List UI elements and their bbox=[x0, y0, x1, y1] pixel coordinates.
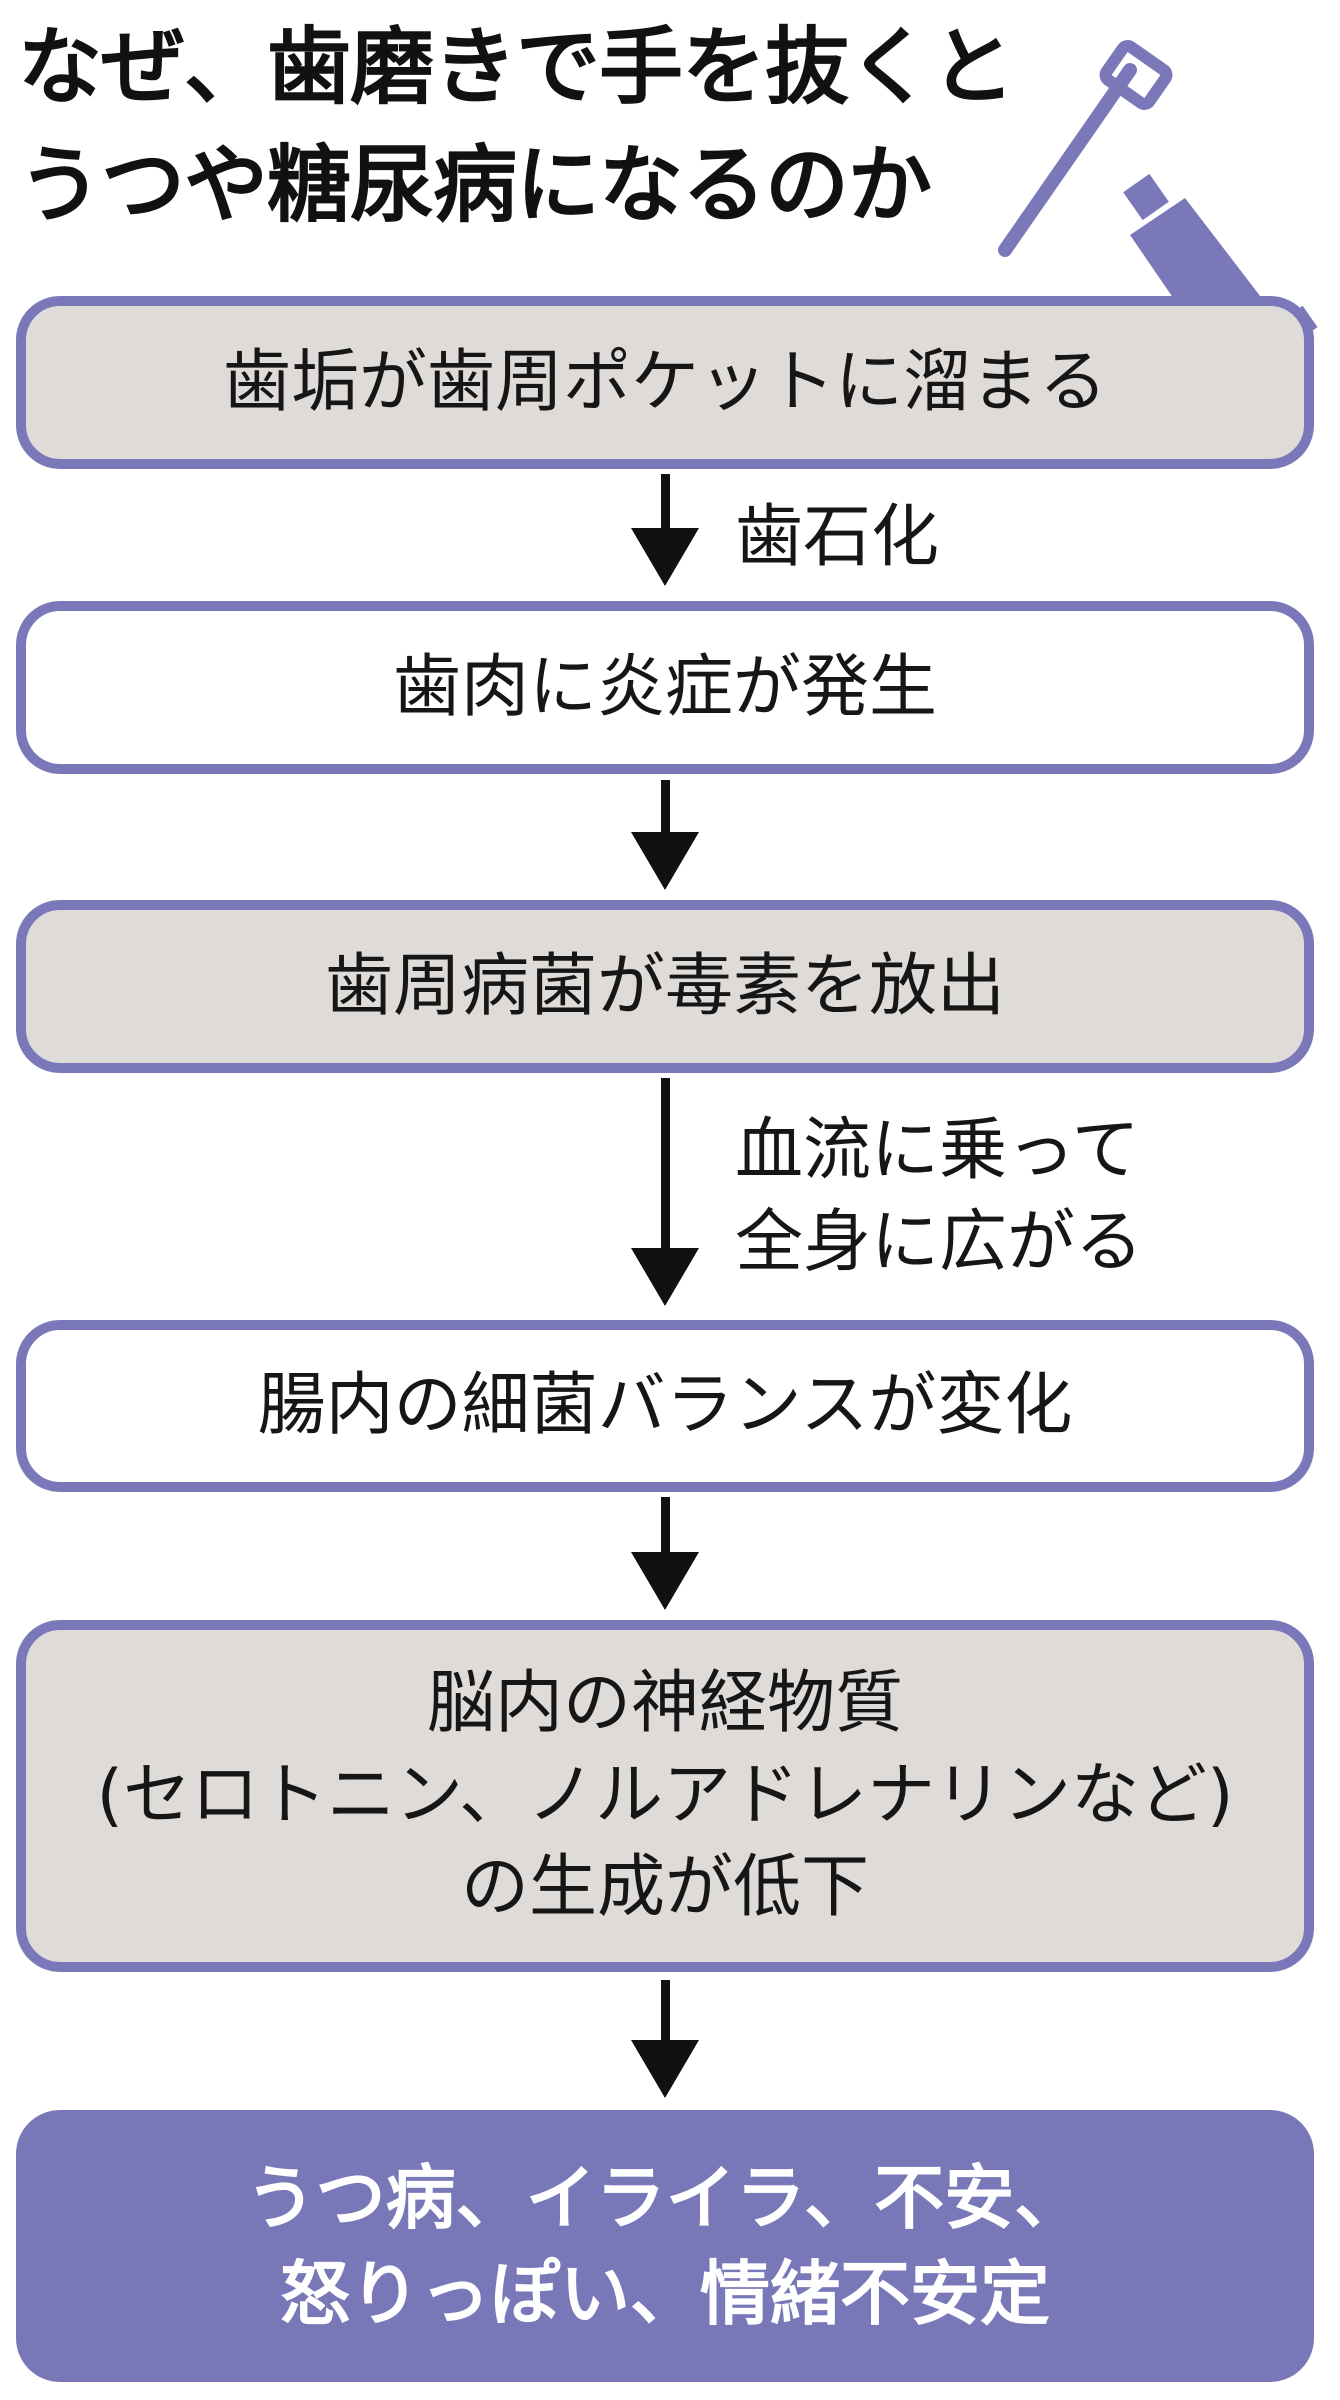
step-box-neurotransmitters: 脳内の神経物質 (セロトニン、ノルアドレナリンなど) の生成が低下 bbox=[16, 1620, 1314, 1972]
title-line-2: うつや糖尿病になるのか bbox=[18, 136, 932, 234]
step-text: 脳内の神経物質 bbox=[426, 1664, 903, 1743]
step-text: の生成が低下 bbox=[460, 1848, 869, 1927]
page-title: なぜ、歯磨きで手を抜くと うつや糖尿病になるのか bbox=[18, 8, 1018, 244]
step-text: 歯肉に炎症が発生 bbox=[392, 647, 937, 727]
flow-arrow-1 bbox=[631, 474, 699, 586]
result-text: うつ病、イライラ、不安、 bbox=[245, 2157, 1085, 2239]
title-line-1: なぜ、歯磨きで手を抜くと bbox=[18, 18, 1015, 116]
result-box-mental-symptoms: うつ病、イライラ、不安、 怒りっぽい、情緒不安定 bbox=[16, 2110, 1314, 2382]
step-text: 歯垢が歯周ポケットに溜まる bbox=[222, 342, 1107, 422]
step-text: 歯周病菌が毒素を放出 bbox=[324, 946, 1005, 1026]
flow-arrow-3 bbox=[631, 1078, 699, 1306]
flow-arrow-4 bbox=[631, 1497, 699, 1610]
step-box-plaque: 歯垢が歯周ポケットに溜まる bbox=[16, 296, 1314, 469]
step-text: (セロトニン、ノルアドレナリンなど) bbox=[96, 1756, 1234, 1835]
step-box-gum-inflammation: 歯肉に炎症が発生 bbox=[16, 601, 1314, 774]
step-box-gut-bacteria: 腸内の細菌バランスが変化 bbox=[16, 1320, 1314, 1492]
flow-arrow-5 bbox=[631, 1980, 699, 2098]
result-text: 怒りっぽい、情緒不安定 bbox=[280, 2253, 1050, 2335]
step-text: 腸内の細菌バランスが変化 bbox=[257, 1366, 1073, 1445]
step-box-toxin-release: 歯周病菌が毒素を放出 bbox=[16, 900, 1314, 1073]
arrow-note-bloodstream: 血流に乗って 全身に広がる bbox=[735, 1111, 1144, 1282]
arrow-note-tartar: 歯石化 bbox=[735, 498, 940, 577]
flow-arrow-2 bbox=[631, 780, 699, 890]
